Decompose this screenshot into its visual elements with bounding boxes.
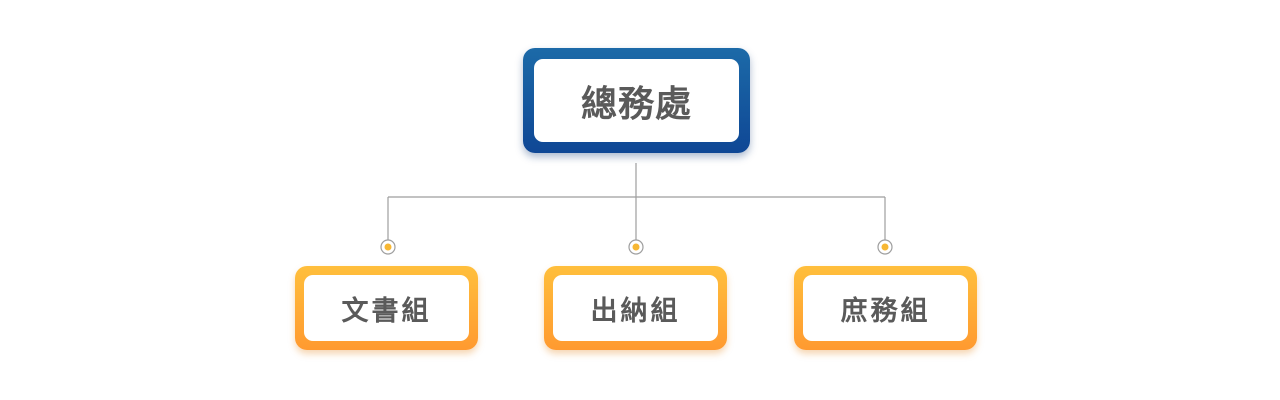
root-node: 總務處 xyxy=(523,48,750,153)
child-node-document: 文書組 xyxy=(295,266,478,350)
child-node-cashier: 出納組 xyxy=(544,266,727,350)
connector-dot-right xyxy=(877,239,893,255)
root-node-label: 總務處 xyxy=(534,59,739,142)
connector-dot-left xyxy=(380,239,396,255)
child-node-label: 文書組 xyxy=(304,275,469,341)
child-node-label: 出納組 xyxy=(553,275,718,341)
connector-dot-center xyxy=(628,239,644,255)
child-node-general-affairs: 庶務組 xyxy=(794,266,977,350)
child-node-label: 庶務組 xyxy=(803,275,968,341)
